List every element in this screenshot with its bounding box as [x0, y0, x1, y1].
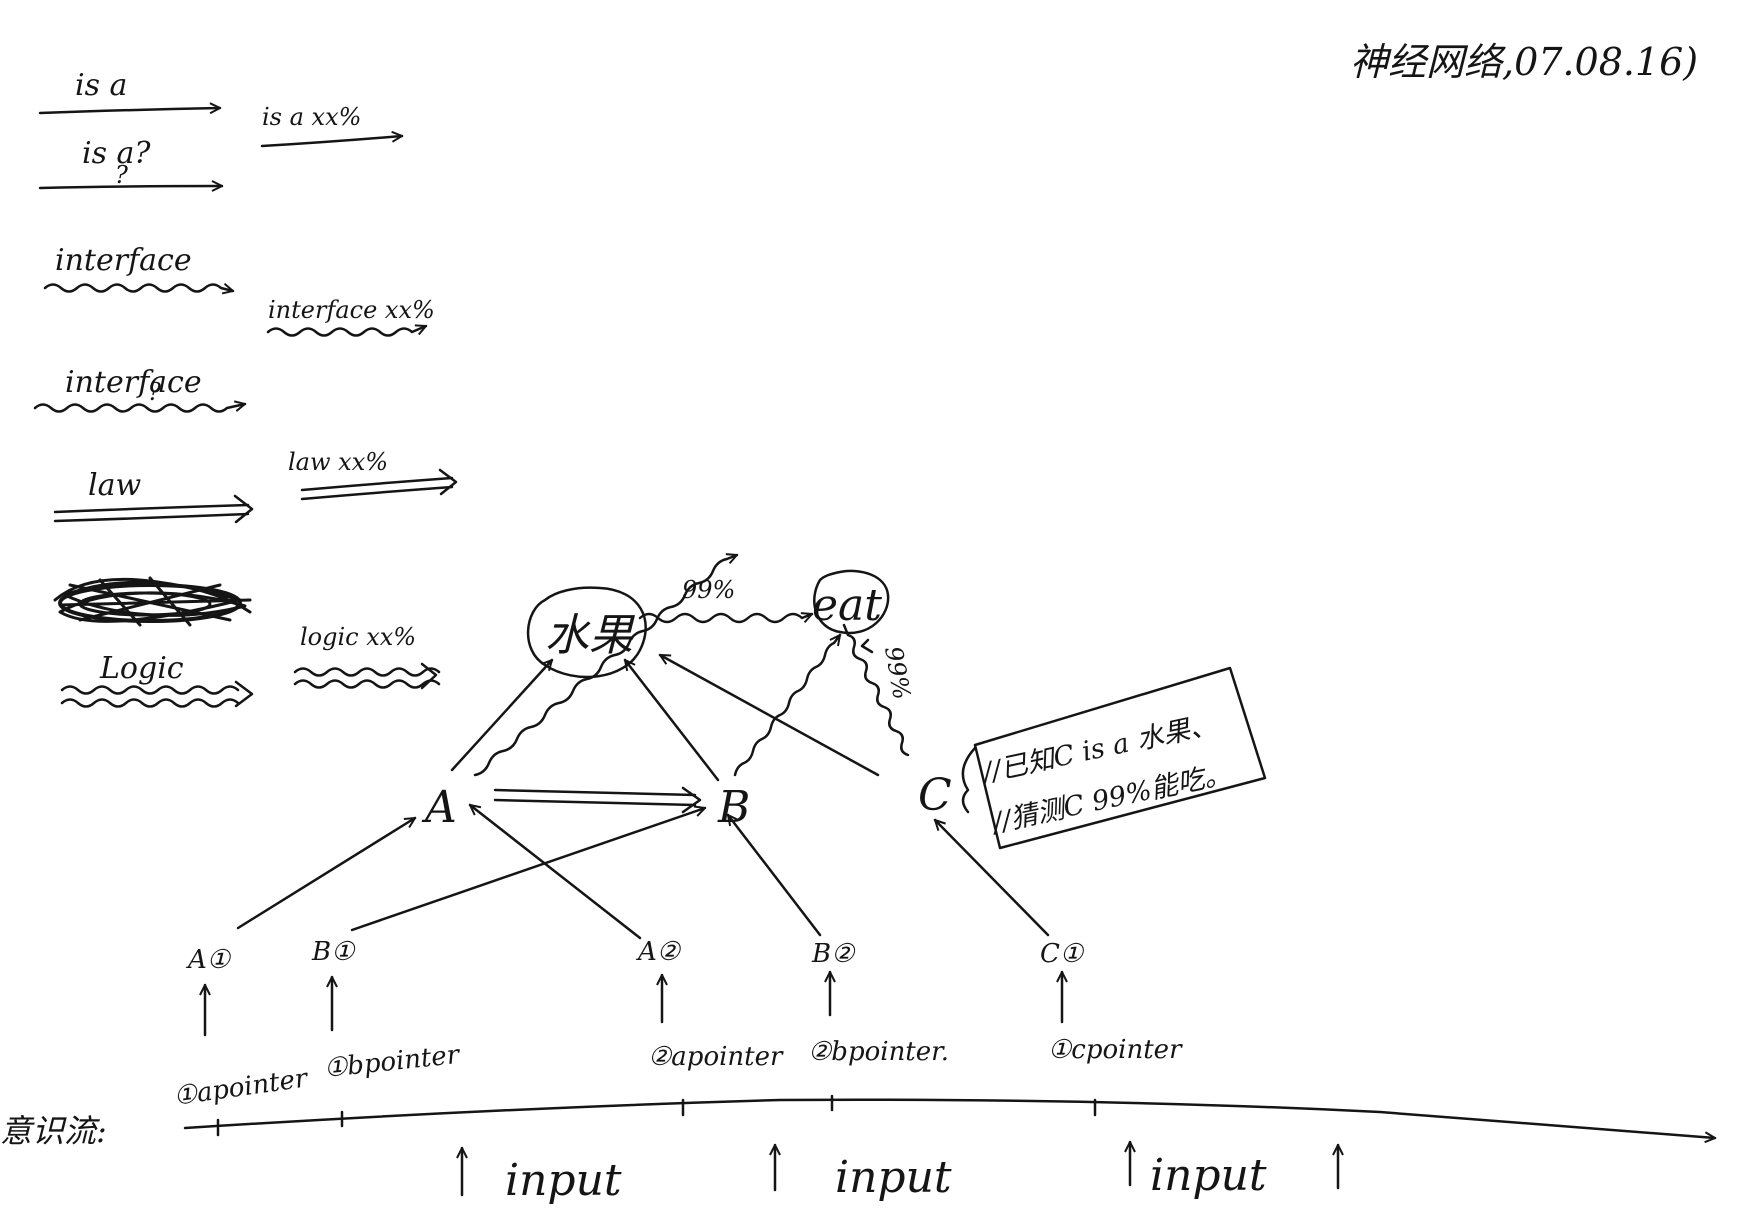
node-a-label: A — [421, 782, 457, 833]
edge-b2-b — [728, 815, 822, 937]
instance-a1-pointer: ①apointer — [172, 1063, 311, 1112]
edge-a2-a — [470, 805, 642, 940]
edge-b-fruit-isa — [625, 660, 720, 782]
edge-a-eat-interface — [473, 555, 737, 777]
input-label: input — [835, 1152, 952, 1203]
node-eat-label: eat — [812, 580, 882, 631]
interface-question-arrow — [33, 404, 245, 413]
isa-question-arrow — [38, 186, 224, 188]
legend-isa-weighted-label: is a xx% — [262, 103, 361, 131]
edge-fruit-eat-interface — [638, 614, 812, 624]
scribbled-out-word — [53, 576, 252, 627]
instance-b2-label: B② — [811, 939, 856, 969]
instances: A① ①apointer B① ①bpointer A② ②apointer B… — [172, 805, 1183, 1112]
interface-weighted-arrow — [266, 326, 426, 337]
logic-weighted-wave-1 — [293, 667, 441, 677]
edge-c-eat-interface-question — [842, 623, 910, 757]
legend-law-weighted-label: law xx% — [288, 448, 388, 476]
consciousness-stream-axis: 意识流: input input input — [0, 1094, 1715, 1206]
question-mark: ? — [148, 378, 161, 406]
note-box-outline — [973, 666, 1267, 850]
instance-c1-label: C① — [1040, 939, 1085, 969]
node-eat-circle — [813, 569, 890, 635]
logic-weighted-wave-2 — [293, 679, 441, 689]
edge-b-eat-interface — [733, 635, 840, 777]
instance-a2-pointer: ②apointer — [648, 1042, 784, 1072]
question-mark: ? — [115, 161, 128, 189]
instance-a1-label: A① — [186, 945, 232, 975]
legend-interface-question-label: interface — [65, 365, 202, 400]
law-weighted-line-2 — [300, 485, 454, 501]
note-brace — [961, 746, 977, 814]
logic-arrow-wave-1 — [60, 685, 240, 695]
law-weighted-head — [438, 468, 458, 496]
weight-fruit-eat: 99% — [682, 576, 735, 604]
edge-c-fruit-isa — [660, 653, 880, 777]
axis-label: 意识流: — [0, 1112, 107, 1150]
instance-c1-pointer: ①cpointer — [1048, 1035, 1183, 1065]
legend-law-label: law — [88, 468, 141, 503]
edge-a-fruit-isa — [450, 660, 552, 772]
interface-arrow — [43, 285, 233, 292]
instance-a2-label: A② — [636, 937, 682, 967]
law-weighted-line-1 — [300, 476, 454, 492]
edge-c-eat-head — [860, 638, 874, 654]
weight-c-eat: 99% — [879, 644, 916, 701]
edge-c1-c — [935, 820, 1050, 937]
instance-b1-pointer: ①bpointer — [323, 1040, 463, 1084]
legend-logic-weighted-label: logic xx% — [300, 623, 416, 651]
isa-arrow — [38, 108, 222, 115]
logic-arrow-head — [234, 680, 254, 708]
concept-graph: 水果 eat 99% A B C 99% //已知C is a — [421, 555, 1267, 850]
legend-isa-question-label: is a? — [82, 136, 151, 171]
logic-weighted-head — [420, 662, 438, 690]
edge-b1-b — [350, 808, 705, 932]
legend-interface-label: interface — [55, 243, 192, 278]
input-label: input — [505, 1155, 622, 1206]
instance-b1-label: B① — [311, 937, 356, 967]
legend-logic-label: Logic — [99, 651, 184, 686]
legend-isa-label: is a — [75, 68, 127, 103]
edge-a1-a — [236, 816, 415, 930]
edge-a-b-law-1 — [493, 788, 697, 797]
isa-weighted-arrow — [260, 136, 402, 148]
node-b-label: B — [717, 782, 750, 833]
axis-line — [183, 1098, 1715, 1138]
edge-a-b-law-head — [681, 786, 702, 814]
legend-interface-weighted-label: interface xx% — [268, 296, 435, 324]
law-arrow-head — [233, 494, 254, 524]
page-title: 神经网络,07.08.16) — [1350, 40, 1698, 84]
legend: is a is a xx% is a? ? interface interfac… — [33, 68, 458, 708]
logic-arrow-wave-2 — [60, 698, 240, 708]
node-fruit-circle — [526, 586, 647, 679]
edge-a-b-law-2 — [493, 798, 697, 807]
instance-b2-pointer: ②bpointer. — [808, 1037, 949, 1067]
input-label: input — [1150, 1150, 1267, 1201]
law-arrow-line-1 — [53, 503, 250, 514]
node-c-label: C — [918, 770, 952, 821]
law-arrow-line-2 — [53, 512, 250, 523]
